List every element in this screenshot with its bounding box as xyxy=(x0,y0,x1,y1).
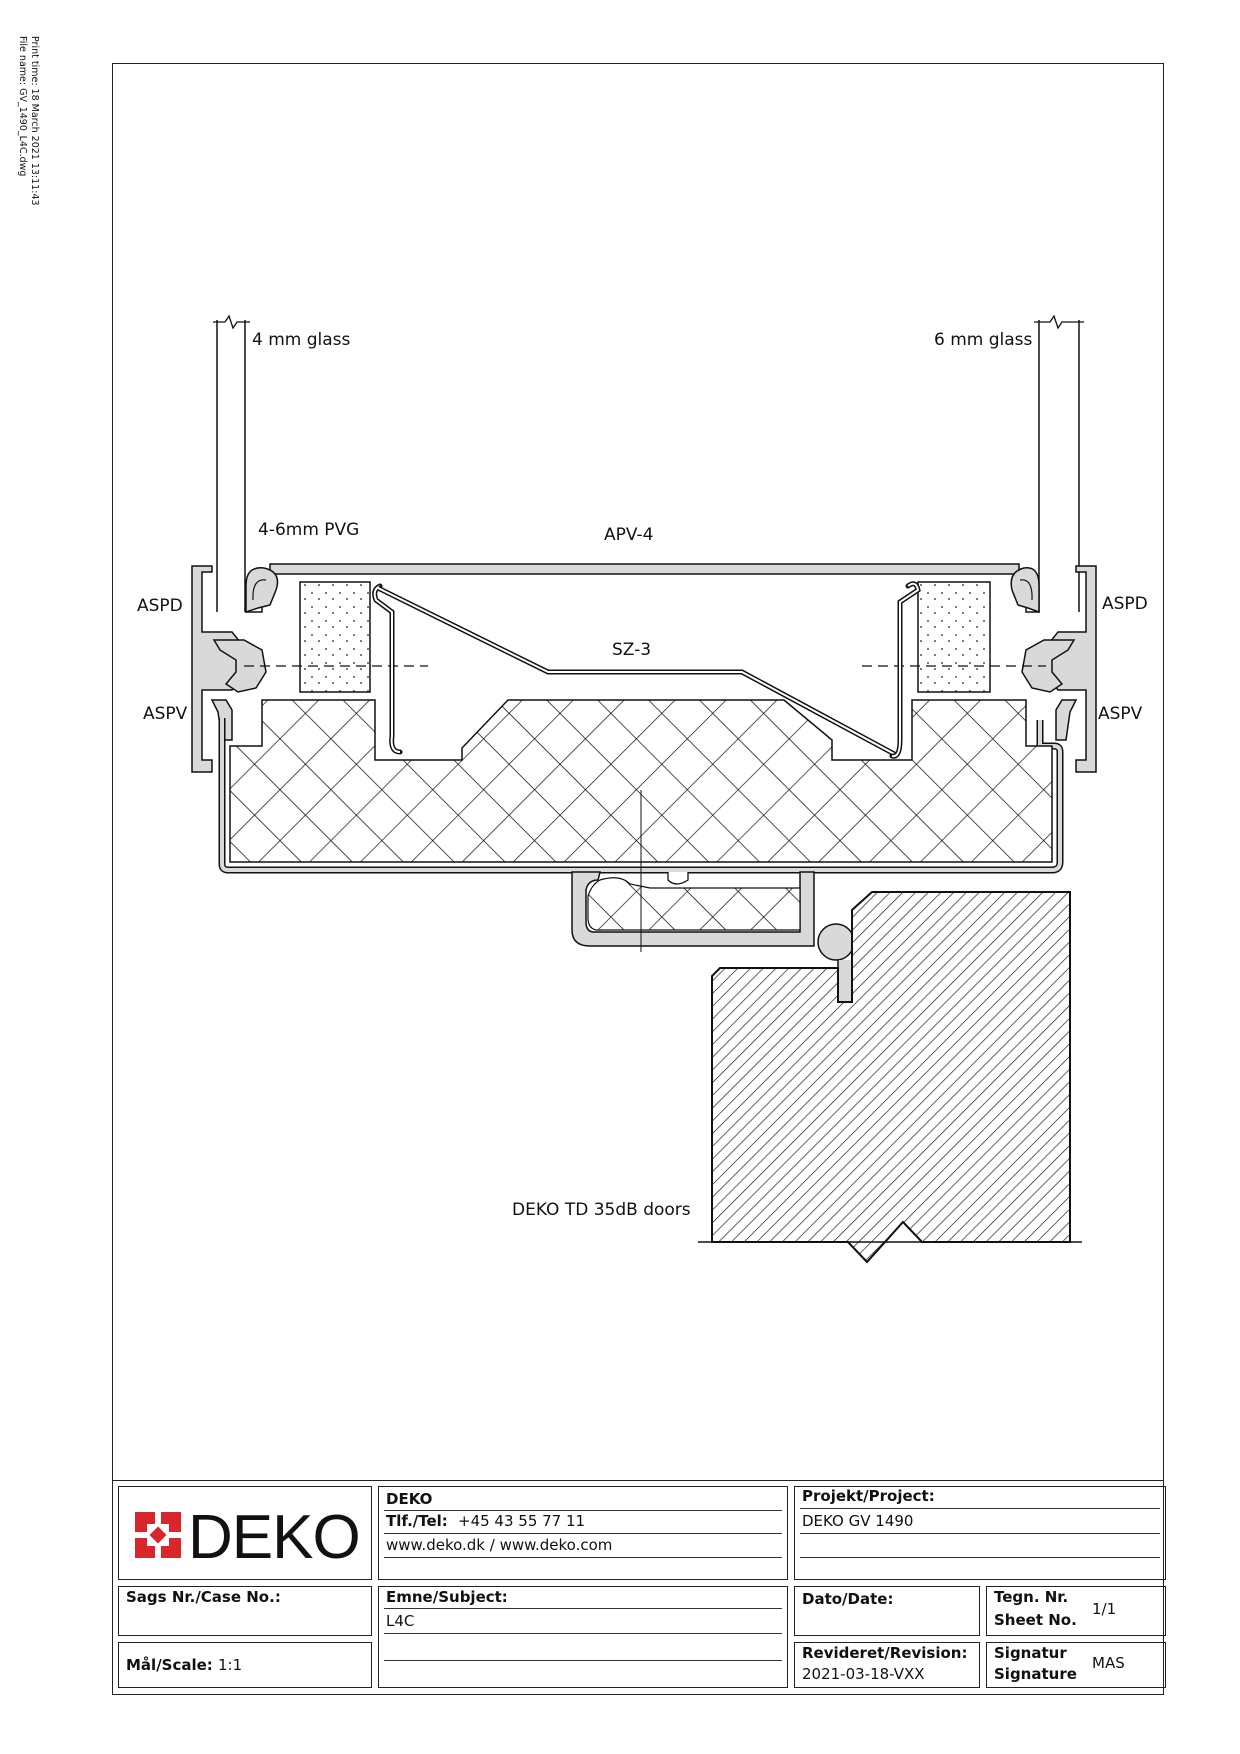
case-label: Sags Nr./Case No.: xyxy=(126,1588,281,1606)
stop-core-hatched xyxy=(587,877,801,931)
door-leaf-hatched xyxy=(711,891,1071,1264)
project-value: DEKO GV 1490 xyxy=(802,1512,914,1530)
sz-spring-left-leg xyxy=(372,583,403,755)
web-address: www.deko.dk / www.deko.com xyxy=(386,1536,613,1554)
deko-logo-icon xyxy=(135,1512,181,1558)
glazing-gasket-left xyxy=(245,567,279,614)
project-label: Projekt/Project: xyxy=(802,1487,935,1505)
sheet-label-1: Tegn. Nr. xyxy=(994,1588,1069,1606)
core-hatched xyxy=(229,699,1053,863)
subject-box xyxy=(378,1586,788,1688)
company-box xyxy=(378,1486,788,1580)
revision-box xyxy=(794,1642,980,1688)
tel-value: +45 43 55 77 11 xyxy=(458,1512,586,1530)
scale-value: 1:1 xyxy=(218,1656,243,1674)
label-doors: DEKO TD 35dB doors xyxy=(512,1200,691,1220)
signature-label-2: Signature xyxy=(994,1665,1077,1683)
sheet-label-2: Sheet No. xyxy=(994,1611,1077,1629)
glass-left xyxy=(213,314,250,612)
sheet-value: 1/1 xyxy=(1092,1600,1117,1618)
label-apv: APV-4 xyxy=(604,525,654,545)
label-glass-left: 4 mm glass xyxy=(252,330,351,350)
insulation-block-right xyxy=(917,581,991,693)
date-label: Dato/Date: xyxy=(802,1590,894,1608)
signature-label-1: Signatur xyxy=(994,1644,1067,1662)
revision-label: Revideret/Revision: xyxy=(802,1644,968,1662)
label-aspd-right: ASPD xyxy=(1102,594,1148,614)
scale-label: Mål/Scale: xyxy=(126,1656,213,1674)
sheet-box xyxy=(986,1586,1166,1636)
title-block-divider xyxy=(112,1480,1164,1481)
subject-label: Emne/Subject: xyxy=(386,1588,508,1606)
project-box xyxy=(794,1486,1166,1580)
label-glass-right: 6 mm glass xyxy=(934,330,1033,350)
insulation-block-left xyxy=(299,581,371,693)
signature-value: MAS xyxy=(1092,1654,1125,1672)
signature-box xyxy=(986,1642,1166,1688)
aspd-aspv-profile-left xyxy=(191,565,267,773)
subject-value: L4C xyxy=(386,1612,415,1630)
label-sz: SZ-3 xyxy=(612,640,652,660)
logo-wordmark: DEKO xyxy=(188,1503,361,1572)
aspd-aspv-profile-right xyxy=(1021,565,1097,773)
glazing-gasket-right xyxy=(1010,567,1040,614)
case-box xyxy=(118,1586,372,1636)
scale-box xyxy=(118,1642,372,1688)
sheet-frame xyxy=(112,63,1164,1695)
label-aspd-left: ASPD xyxy=(137,596,183,616)
glass-right xyxy=(1034,314,1084,612)
date-box xyxy=(794,1586,980,1636)
revision-value: 2021-03-18-VXX xyxy=(802,1665,925,1683)
label-pvg: 4-6mm PVG xyxy=(258,520,360,540)
company-name: DEKO xyxy=(386,1490,433,1508)
stop-profile xyxy=(571,871,815,947)
label-aspv-left: ASPV xyxy=(143,704,188,724)
logo-box xyxy=(118,1486,372,1580)
tel-label: Tlf./Tel: xyxy=(386,1512,448,1530)
label-aspv-right: ASPV xyxy=(1098,704,1143,724)
